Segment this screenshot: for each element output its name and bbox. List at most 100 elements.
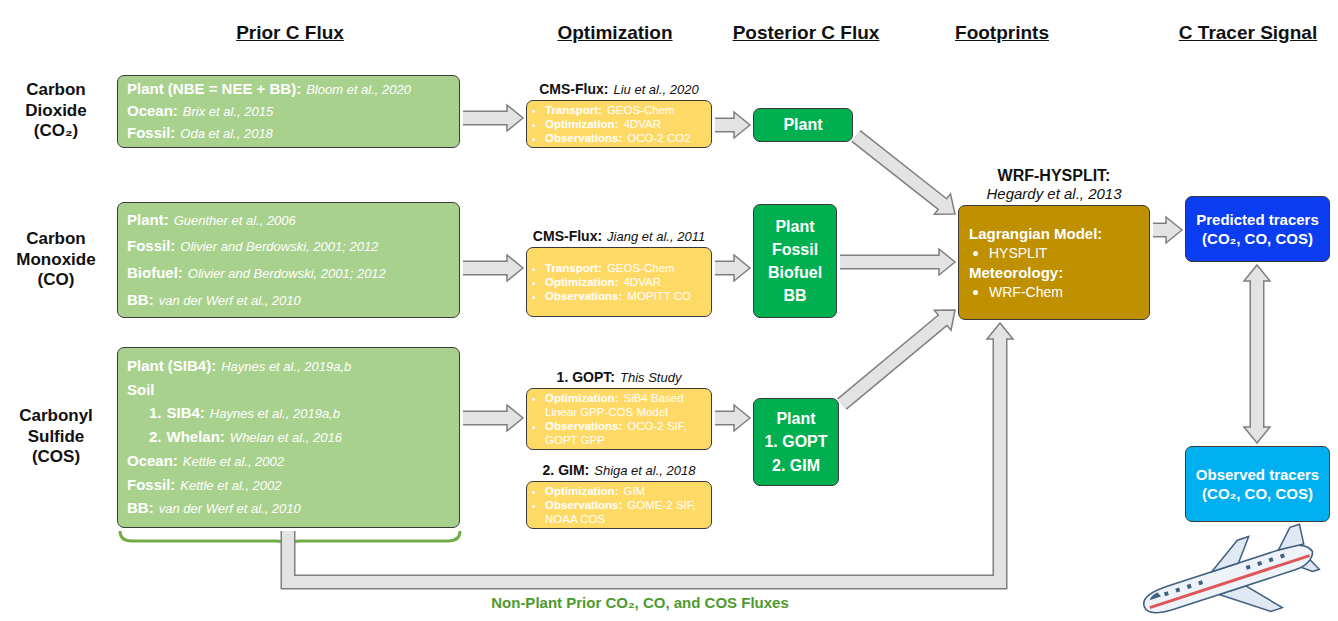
predicted-tracer-box: Predicted tracers(CO₂, CO, COS) — [1185, 196, 1330, 262]
text-line: 2. GIM — [757, 456, 835, 475]
block-arrow — [463, 255, 523, 281]
prior-flux-box: Plant: Guenther et al., 2006Fossil:Olivie… — [117, 202, 460, 318]
text-line: 2. Whelan: Whelan et al., 2016 — [127, 428, 450, 447]
text-line: 2. GIM:Shiga et al., 2018 — [497, 462, 741, 479]
arrow-head — [507, 255, 523, 281]
item-label: Plant: — [127, 211, 169, 228]
text-line: Biofuel: Olivier and Berdowski, 2001; 201… — [127, 264, 450, 283]
text-line: Plant — [757, 409, 835, 428]
posterior-flux-box: Plant 1. GOPT 2. GIM — [753, 398, 839, 486]
item-detail: Olivier and Berdowski, 2001; 2012 — [180, 239, 378, 254]
item-label: Biofuel: — [127, 264, 183, 281]
item-detail: WRF-Chem — [989, 284, 1063, 300]
airplane-illustration — [1134, 519, 1327, 621]
airplane-wing — [1205, 537, 1256, 572]
box-heading: WRF-HYSPLIT:Hegardy et al., 2013 — [929, 166, 1179, 203]
box-body: Plant: Guenther et al., 2006Fossil:Olivie… — [127, 211, 450, 310]
item-label: Plant — [776, 410, 815, 427]
box-heading: CMS-Flux:Jiang et al., 2011 — [497, 228, 741, 245]
text-line: Predicted tracers — [1194, 211, 1321, 228]
item-label: 2. GIM: — [543, 462, 590, 478]
box-body: Transport:GEOS-ChemOptimization:4DVARObs… — [532, 103, 705, 145]
posterior-flux-box: Plant — [753, 108, 853, 142]
item-label: 1. GOPT — [764, 433, 827, 450]
item-detail: Olivier and Berdowski, 2001; 2012 — [188, 266, 386, 281]
arrow-head — [1244, 265, 1270, 281]
item-label: CMS-Flux: — [539, 81, 608, 97]
arrow-head — [1244, 427, 1270, 443]
block-arrow — [856, 136, 955, 214]
item-label: BB: — [127, 499, 154, 516]
text-line: Fossil:Oda et al., 2018 — [127, 124, 450, 143]
item-detail: GEOS-Chem — [607, 104, 675, 116]
text-line: Soil — [127, 381, 450, 400]
item-label: Whelan: — [167, 428, 225, 445]
item-label: Ocean: — [127, 102, 178, 119]
item-detail: Guenther et al., 2006 — [174, 213, 296, 228]
item-label: 1. — [149, 404, 162, 421]
item-detail: Haynes et al., 2019a,b — [221, 359, 351, 374]
item-label: Fossil: — [127, 476, 175, 493]
optimization-box: 1. GOPT:This StudyOptimization:SiB4 Base… — [526, 388, 712, 450]
item-label: Observations: — [545, 420, 622, 432]
text-line: Transport:GEOS-Chem — [545, 103, 705, 117]
item-label: Observations: — [545, 499, 622, 511]
arrow-head — [734, 255, 750, 281]
arrow-shaft — [840, 256, 941, 268]
text-line: Optimization:4DVAR — [545, 275, 705, 289]
box-heading: 1. GOPT:This Study — [497, 369, 741, 386]
text-line: Transport:GEOS-Chem — [545, 261, 705, 275]
text-line: Observed tracers — [1194, 466, 1321, 483]
airplane-cockpit — [1148, 592, 1161, 600]
text-line: HYSPLIT — [989, 243, 1139, 263]
arrow-shaft — [842, 319, 944, 404]
text-line: Optimization:4DVAR — [545, 117, 705, 131]
column-heading: C Tracer Signal — [1118, 22, 1338, 44]
item-label: (CO₂, CO, COS) — [1202, 485, 1313, 502]
item-detail: Haynes et al., 2019a,b — [210, 406, 340, 421]
text-line: Observations:MOPITT CO — [545, 289, 705, 303]
item-label: 2. — [149, 428, 162, 445]
item-label: Optimization: — [545, 276, 618, 288]
text-line: BB — [757, 286, 833, 305]
item-detail: GIM — [623, 485, 645, 497]
item-label: Plant (SIB4): — [127, 357, 216, 374]
item-label: Optimization: — [545, 392, 618, 404]
arrow-head — [734, 405, 750, 431]
item-detail: 4DVAR — [623, 118, 661, 130]
arrow-label: Non-Plant Prior CO₂, CO, and COS Fluxes — [390, 594, 890, 611]
text-line: Observations:OCO-2 SIF, GOPT GPP — [545, 419, 705, 447]
item-label: Ocean: — [127, 452, 178, 469]
posterior-flux-box: PlantFossilBiofuelBB — [753, 204, 837, 318]
box-body: PlantFossilBiofuelBB — [757, 217, 833, 306]
arrow-shaft — [715, 412, 736, 424]
item-label: Fossil — [772, 241, 818, 258]
box-body: Optimization:SiB4 Based Linear GPP-COS M… — [532, 391, 705, 447]
observed-tracer-box: Observed tracers (CO₂, CO, COS) — [1185, 446, 1330, 522]
prior-flux-box: Plant (SIB4):Haynes et al., 2019a,bSoil1… — [117, 347, 460, 528]
text-line: Optimization: GIM — [545, 484, 705, 498]
arrow-head — [1166, 217, 1182, 243]
item-detail: OCO-2 CO2 — [627, 132, 690, 144]
optimization-box: CMS-Flux:Jiang et al., 2011Transport:GEO… — [526, 247, 712, 317]
item-detail: Whelan et al., 2016 — [230, 430, 342, 445]
text-line: Ocean:Kettle et al., 2002 — [127, 452, 450, 471]
optimization-box: 2. GIM:Shiga et al., 2018Optimization:GI… — [526, 481, 712, 529]
item-label: Optimization: — [545, 485, 618, 497]
row-heading: Carbon Monoxide (CO) — [2, 229, 110, 290]
item-label: Plant (NBE = NEE + BB): — [127, 80, 301, 97]
item-label: Observed tracers — [1196, 466, 1319, 483]
item-label: 2. GIM — [772, 457, 820, 474]
column-heading: Posterior C Flux — [676, 22, 936, 44]
item-label: Meteorology: — [969, 264, 1063, 281]
column-heading: Prior C Flux — [160, 22, 420, 44]
box-body: Plant 1. GOPT 2. GIM — [757, 409, 835, 475]
text-line: Plant (SIB4): Haynes et al., 2019a,b — [127, 357, 450, 376]
airplane-tail-fin — [1273, 524, 1306, 552]
box-body: Plant (SIB4):Haynes et al., 2019a,bSoil1… — [127, 357, 450, 518]
arrow-head — [939, 249, 955, 275]
arrow-shaft — [1153, 224, 1168, 236]
text-line: Fossil:Olivier and Berdowski, 2001; 2012 — [127, 237, 450, 256]
item-detail: van der Werf et al., 2010 — [159, 293, 301, 308]
